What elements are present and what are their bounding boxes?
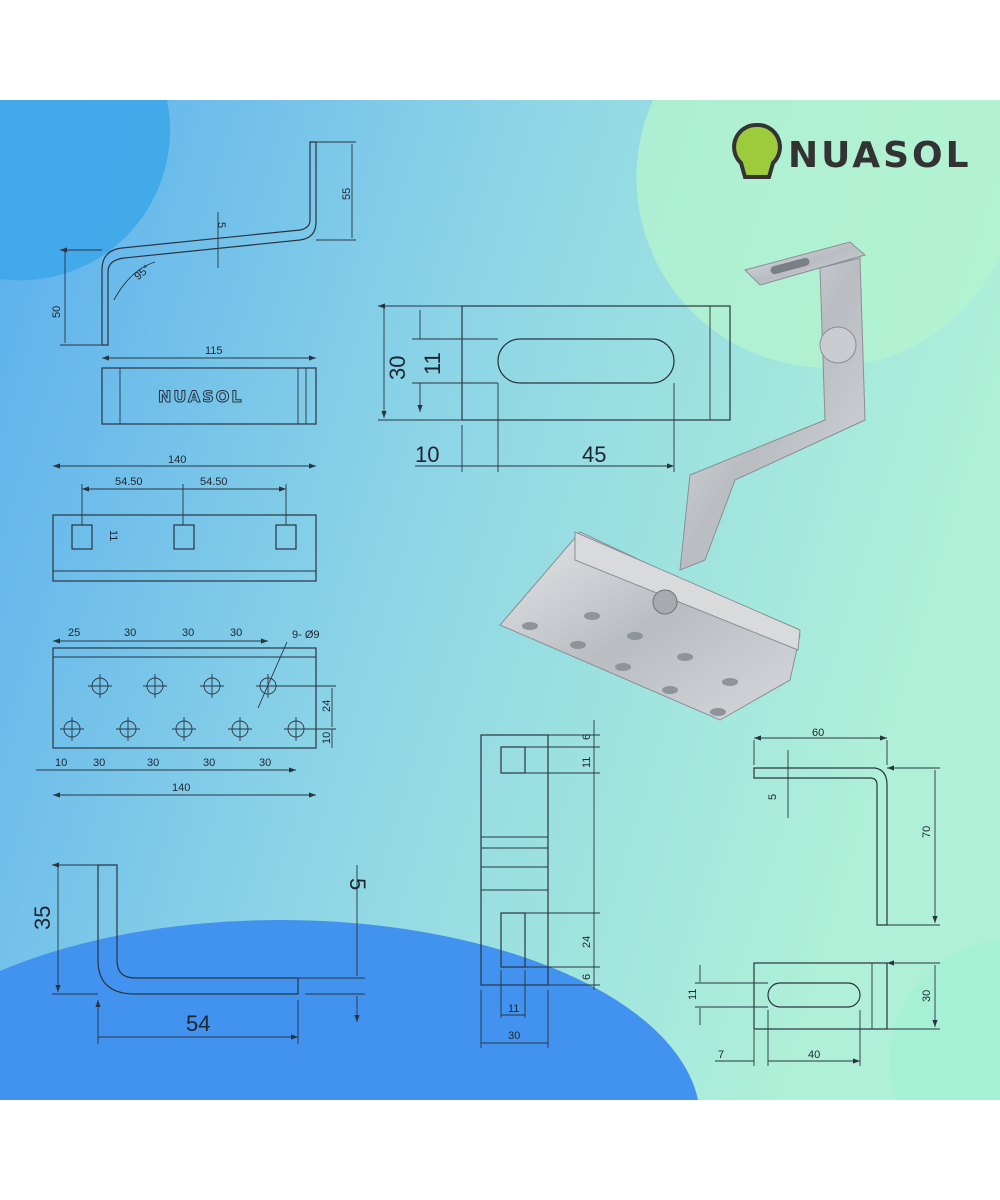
dim-label: 30: [182, 627, 194, 639]
dim-label: 11: [687, 989, 699, 1000]
dim-label: 30: [93, 757, 105, 769]
dim-label: 11: [508, 1003, 519, 1015]
dim-label: 54.50: [115, 476, 143, 488]
dim-label: 10: [55, 757, 67, 769]
small-top-view: 11 30 7 40: [687, 963, 940, 1066]
bg-blob: [889, 940, 1000, 1100]
hole-centerline: [172, 717, 196, 741]
dim-label: 25: [68, 627, 80, 639]
dim-label: 140: [168, 454, 186, 466]
dim-label: 5: [767, 794, 779, 800]
dim-label: 24: [321, 700, 333, 712]
bg-blob: [0, 100, 171, 281]
bg-blob: [0, 920, 698, 1100]
hole-centerline: [116, 717, 140, 741]
dim-label: 11: [420, 352, 445, 375]
hole-centerline: [256, 674, 280, 698]
hole-note: 9- Ø9: [292, 629, 320, 641]
brand-logo: NUASOL: [732, 122, 972, 179]
brand-name: NUASOL: [788, 135, 972, 176]
dim-label: 30: [508, 1030, 520, 1042]
front-view: 6 11 24 6 11 30: [480, 720, 600, 1048]
dim-label: 35: [30, 906, 55, 930]
dim-label: 10: [321, 732, 333, 744]
dim-label: 30: [259, 757, 271, 769]
small-side-view: 60 5 70: [753, 727, 940, 925]
hole-centerline: [60, 717, 84, 741]
dim-label: 70: [921, 826, 933, 838]
dim-label: 30: [385, 356, 410, 380]
base-side-view: 35 5 54: [30, 865, 370, 1044]
dim-label: 30: [203, 757, 215, 769]
bg-blob: [636, 100, 1000, 368]
dim-label: 50: [51, 306, 63, 318]
base-plate-view: 25 30 30 30 9- Ø9 24 10 10 30 30 30 30 1…: [36, 627, 336, 798]
dim-label: 140: [172, 782, 190, 794]
dim-label: 11: [581, 757, 593, 768]
dim-label: 45: [582, 442, 606, 467]
dim-label: 30: [230, 627, 242, 639]
dim-label: 55: [341, 188, 353, 200]
dim-label: 115: [205, 345, 223, 357]
hole-centerline: [228, 717, 252, 741]
dim-label: 30: [147, 757, 159, 769]
dim-label: 30: [921, 990, 933, 1002]
plate-engraving: NUASOL: [158, 387, 244, 406]
dim-label: 24: [581, 936, 593, 948]
dim-label: 30: [124, 627, 136, 639]
dim-label: 54: [186, 1011, 210, 1036]
hole-centerline: [143, 674, 167, 698]
dim-label: 60: [812, 727, 824, 739]
dim-label: 40: [808, 1049, 820, 1061]
hook-plate-view: 30 11 10 45: [378, 306, 731, 472]
hole-centerline: [88, 674, 112, 698]
dim-label: 11: [107, 530, 119, 541]
hole-centerline: [200, 674, 224, 698]
dim-label: 6: [581, 734, 593, 740]
dim-label: 7: [718, 1049, 724, 1061]
dim-label: 5: [215, 222, 227, 228]
bulb-icon: [732, 122, 782, 179]
dim-label: 10: [415, 442, 439, 467]
dim-label: 5: [345, 878, 370, 890]
top-view: 140 54.50 54.50 11: [52, 454, 317, 582]
product-photo: [499, 241, 867, 721]
dim-label: 54.50: [200, 476, 228, 488]
dim-label: 6: [581, 974, 593, 980]
